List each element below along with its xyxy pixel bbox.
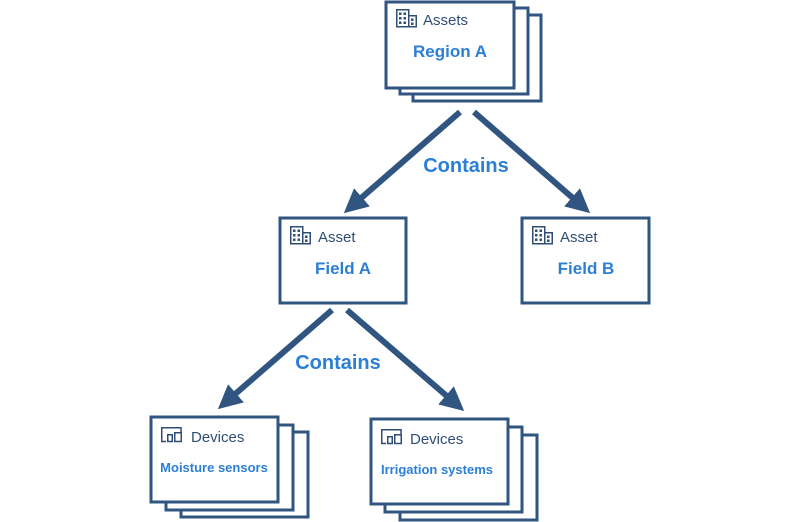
edge-label-top: Contains [423,155,509,177]
arrow-region-to-field-a [343,109,462,214]
arrow-region-to-field-b [472,109,591,214]
arrow-field-a-to-moisture [217,307,334,410]
node-irrigation-systems[interactable]: Devices Irrigation systems [369,417,539,522]
arrow-field-a-to-irrigation [345,307,465,412]
node-type-label: Devices [410,431,463,448]
node-type-label: Asset [318,229,356,246]
node-name-label: Irrigation systems [381,462,493,477]
node-name-label: Field A [315,259,371,278]
node-field-b[interactable]: Asset Field B [520,216,651,305]
node-moisture-sensors[interactable]: Devices Moisture sensors [149,415,310,519]
edge-label-bottom: Contains [295,352,381,374]
node-type-label: Asset [560,229,598,246]
node-name-label: Moisture sensors [160,460,268,475]
node-name-label: Field B [558,259,615,278]
node-type-label: Assets [423,12,468,29]
node-field-a[interactable]: Asset Field A [278,216,408,305]
node-type-label: Devices [191,429,244,446]
node-region-a[interactable]: Assets Region A [384,0,543,103]
node-name-label: Region A [413,42,487,61]
